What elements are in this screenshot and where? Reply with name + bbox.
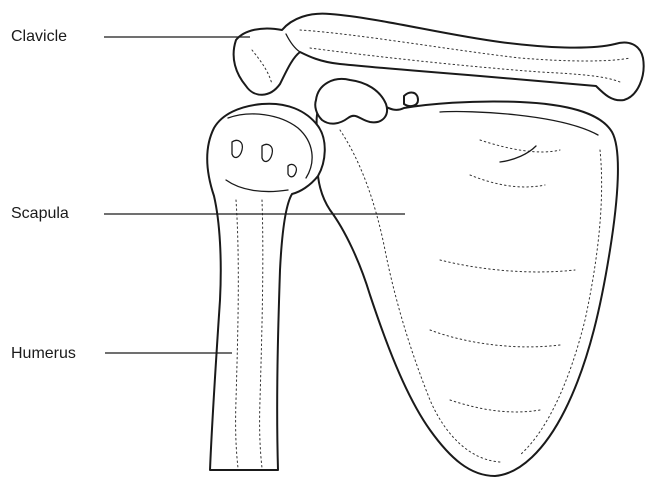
scapula-bone — [317, 96, 618, 476]
clavicle-label: Clavicle — [11, 29, 67, 45]
scapula-label: Scapula — [11, 206, 69, 222]
humerus-bone — [207, 104, 325, 470]
humerus-label: Humerus — [11, 346, 76, 362]
clavicle-bone — [234, 14, 644, 101]
